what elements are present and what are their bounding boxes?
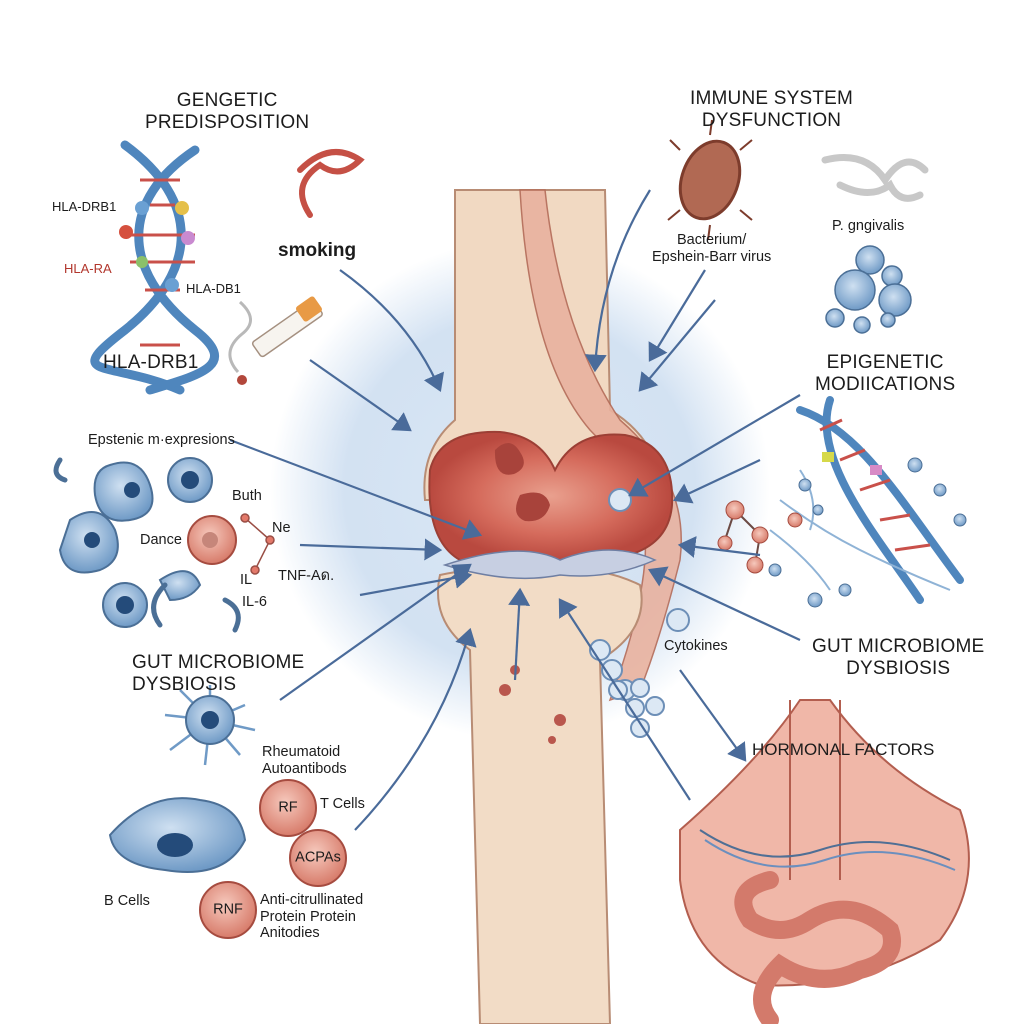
arrow bbox=[648, 269, 706, 362]
filament-bacteria bbox=[821, 154, 929, 202]
immune-cells-left bbox=[53, 457, 275, 633]
label-genetic-predisposition: GENGETIC PREDISPOSITION bbox=[145, 90, 310, 133]
label-rf: RF bbox=[278, 799, 298, 816]
arrow bbox=[339, 269, 445, 393]
label-il: IL bbox=[240, 572, 253, 588]
inflammation-spot bbox=[548, 736, 556, 744]
label-epigenetic: EPIGENETIC MODIICATIONS bbox=[815, 352, 956, 395]
arrow bbox=[584, 189, 651, 373]
arrow bbox=[638, 299, 716, 392]
label-rnf: RNF bbox=[213, 901, 243, 918]
label-expressions: Epsteniє m·expresions bbox=[88, 432, 235, 448]
label-hla-ra: HLA-RA bbox=[64, 261, 112, 276]
inflammation-spot bbox=[499, 684, 511, 696]
arrow bbox=[309, 359, 412, 432]
label-acpa-description: Anti-citrullinated Protein Protein Anito… bbox=[260, 892, 364, 942]
label-cytokines: Cytokines bbox=[664, 638, 728, 654]
label-hla-drb1-bottom: HLA-DRB1 bbox=[103, 352, 199, 373]
label-buth: Buth bbox=[232, 488, 262, 504]
immune-cells-bottom-left bbox=[108, 685, 347, 939]
label-rheumatoid-autoantibodies: Rheumatoid Autoantibods bbox=[262, 744, 347, 777]
cigarette bbox=[228, 296, 323, 385]
gut-intestines bbox=[679, 699, 970, 1024]
label-hormonal-factors: HORMONAL FACTORS bbox=[752, 740, 935, 759]
arrow bbox=[628, 394, 801, 497]
label-virus: Bacterium/ Epshein-Barr virus bbox=[652, 232, 772, 265]
label-gut-microbiome-left: GUT MICROBIOME DYSBIOSIS bbox=[132, 652, 305, 695]
smoke-wisp bbox=[297, 149, 365, 218]
sphere-cluster bbox=[825, 245, 912, 334]
dna-helix-left bbox=[90, 140, 219, 395]
knee-joint bbox=[423, 189, 682, 1024]
pannus bbox=[516, 492, 550, 522]
arrows bbox=[229, 189, 801, 831]
arrow bbox=[508, 587, 531, 681]
arrow bbox=[229, 438, 483, 540]
cytokine-chain bbox=[589, 488, 690, 738]
tendon bbox=[519, 189, 682, 702]
label-smoking: smoking bbox=[278, 240, 357, 261]
label-gut-microbiome-right: GUT MICROBIOME DYSBIOSIS bbox=[812, 636, 985, 679]
pannus bbox=[494, 442, 524, 475]
arrow bbox=[677, 535, 761, 558]
label-hla-drb1-top: HLA-DRB1 bbox=[52, 199, 117, 214]
label-b-cells: B Cells bbox=[104, 893, 150, 909]
label-acpas: ACPAs bbox=[295, 849, 341, 866]
arrow bbox=[279, 563, 472, 701]
arrow bbox=[648, 566, 801, 641]
arrow bbox=[558, 598, 691, 801]
arrow bbox=[299, 538, 443, 561]
label-tnf: TNF-Aด. bbox=[278, 568, 335, 584]
label-hla-db1: HLA-DB1 bbox=[186, 281, 241, 296]
meniscus bbox=[442, 549, 657, 580]
inflammation-spot bbox=[554, 714, 566, 726]
label-p-gingivalis: P. gngivalis bbox=[832, 218, 905, 234]
label-immune-dysfunction: IMMUNE SYSTEM DYSFUNCTION bbox=[690, 88, 854, 131]
label-ne: Ne bbox=[272, 520, 291, 536]
label-dance: Dance bbox=[140, 532, 182, 548]
label-il6: IL-6 bbox=[242, 594, 267, 610]
arrow bbox=[679, 669, 747, 762]
bacterium bbox=[667, 119, 753, 241]
dna-helix-right bbox=[768, 396, 967, 608]
arrow bbox=[673, 459, 761, 504]
label-t-cells: T Cells bbox=[320, 796, 365, 812]
molecule bbox=[717, 500, 803, 574]
arrow bbox=[354, 627, 477, 831]
